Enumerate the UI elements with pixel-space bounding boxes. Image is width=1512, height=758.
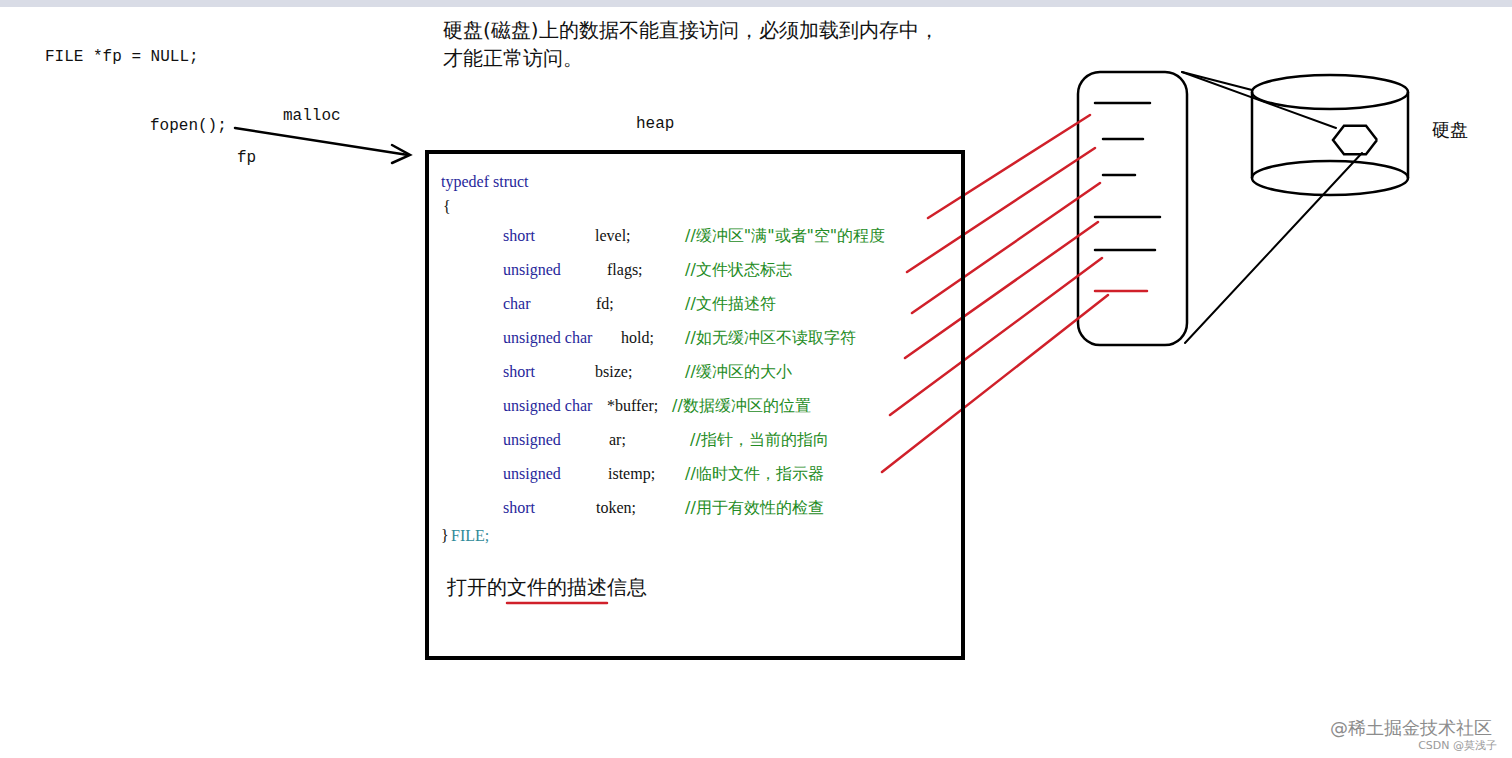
watermark: CSDN @莫浅子 [1418, 738, 1497, 753]
field-link [882, 295, 1108, 472]
memory-slot [1103, 138, 1143, 141]
zoom-line [1185, 153, 1362, 343]
code-keyword: short [503, 498, 535, 518]
code-line: FILE *fp = NULL; [45, 48, 199, 66]
field-link [907, 148, 1095, 272]
memory-slot [1103, 174, 1135, 177]
code-comment: //缓冲区"满"或者"空"的程度 [685, 226, 885, 246]
code-keyword: char [503, 294, 531, 314]
arrow-head [392, 145, 410, 163]
code-comment: //文件描述符 [685, 294, 776, 314]
code-token: { [443, 197, 451, 217]
code-comment: //用于有效性的检查 [685, 498, 824, 518]
code-token: ar; [609, 430, 626, 450]
field-link [912, 183, 1100, 313]
memory-slot [1095, 216, 1160, 219]
code-keyword: typedef struct [441, 172, 529, 192]
code-token: level; [595, 226, 631, 246]
hard-disk: 硬盘 [1245, 68, 1485, 202]
code-comment: //如无缓冲区不读取字符 [685, 328, 856, 348]
caption-underline [507, 602, 607, 605]
code-comment: //文件状态标志 [685, 260, 792, 280]
code-token: hold; [621, 328, 654, 348]
code-token: flags; [607, 260, 643, 280]
code-token: token; [596, 498, 636, 518]
code-token: istemp; [608, 464, 655, 484]
code-keyword: unsigned char [503, 396, 592, 416]
file-struct-box: typedef struct { short level; //缓冲区"满"或者"空"的… [425, 150, 965, 660]
code-comment: //数据缓冲区的位置 [672, 396, 811, 416]
code-token: FILE; [451, 526, 489, 546]
code-comment: //缓冲区的大小 [685, 362, 792, 382]
code-token: *buffer; [607, 396, 658, 416]
code-keyword: short [503, 226, 535, 246]
code-keyword: unsigned [503, 464, 561, 484]
code-comment: //临时文件，指示器 [685, 464, 824, 484]
watermark: @稀土掘金技术社区 [1330, 716, 1492, 740]
note: 硬盘(磁盘)上的数据不能直接访问，必须加载到内存中， 才能正常访问。 [443, 16, 948, 72]
arrow-label: malloc [283, 107, 341, 125]
caption: 打开的文件的描述信息 [447, 574, 647, 601]
field-link [890, 258, 1102, 415]
memory-slot [1095, 290, 1147, 293]
function-call: fopen(); [150, 117, 227, 135]
malloc-arrow [235, 128, 408, 155]
zoom-line [1182, 72, 1252, 90]
field-link [905, 222, 1098, 358]
disk-label: 硬盘 [1432, 118, 1468, 142]
code-keyword: unsigned char [503, 328, 592, 348]
region-label: heap [636, 115, 674, 133]
code-token: bsize; [595, 362, 632, 382]
code-keyword: short [503, 362, 535, 382]
code-keyword: unsigned [503, 430, 561, 450]
code-token: fd; [596, 294, 614, 314]
code-keyword: unsigned [503, 260, 561, 280]
code-token: } [441, 526, 449, 546]
memory-slot [1095, 249, 1155, 252]
memory-slot [1095, 102, 1150, 105]
code-comment: //指针，当前的指向 [690, 430, 829, 450]
top-band [0, 0, 1512, 7]
pointer-label: fp [237, 149, 256, 167]
memory-strip [1078, 72, 1187, 345]
